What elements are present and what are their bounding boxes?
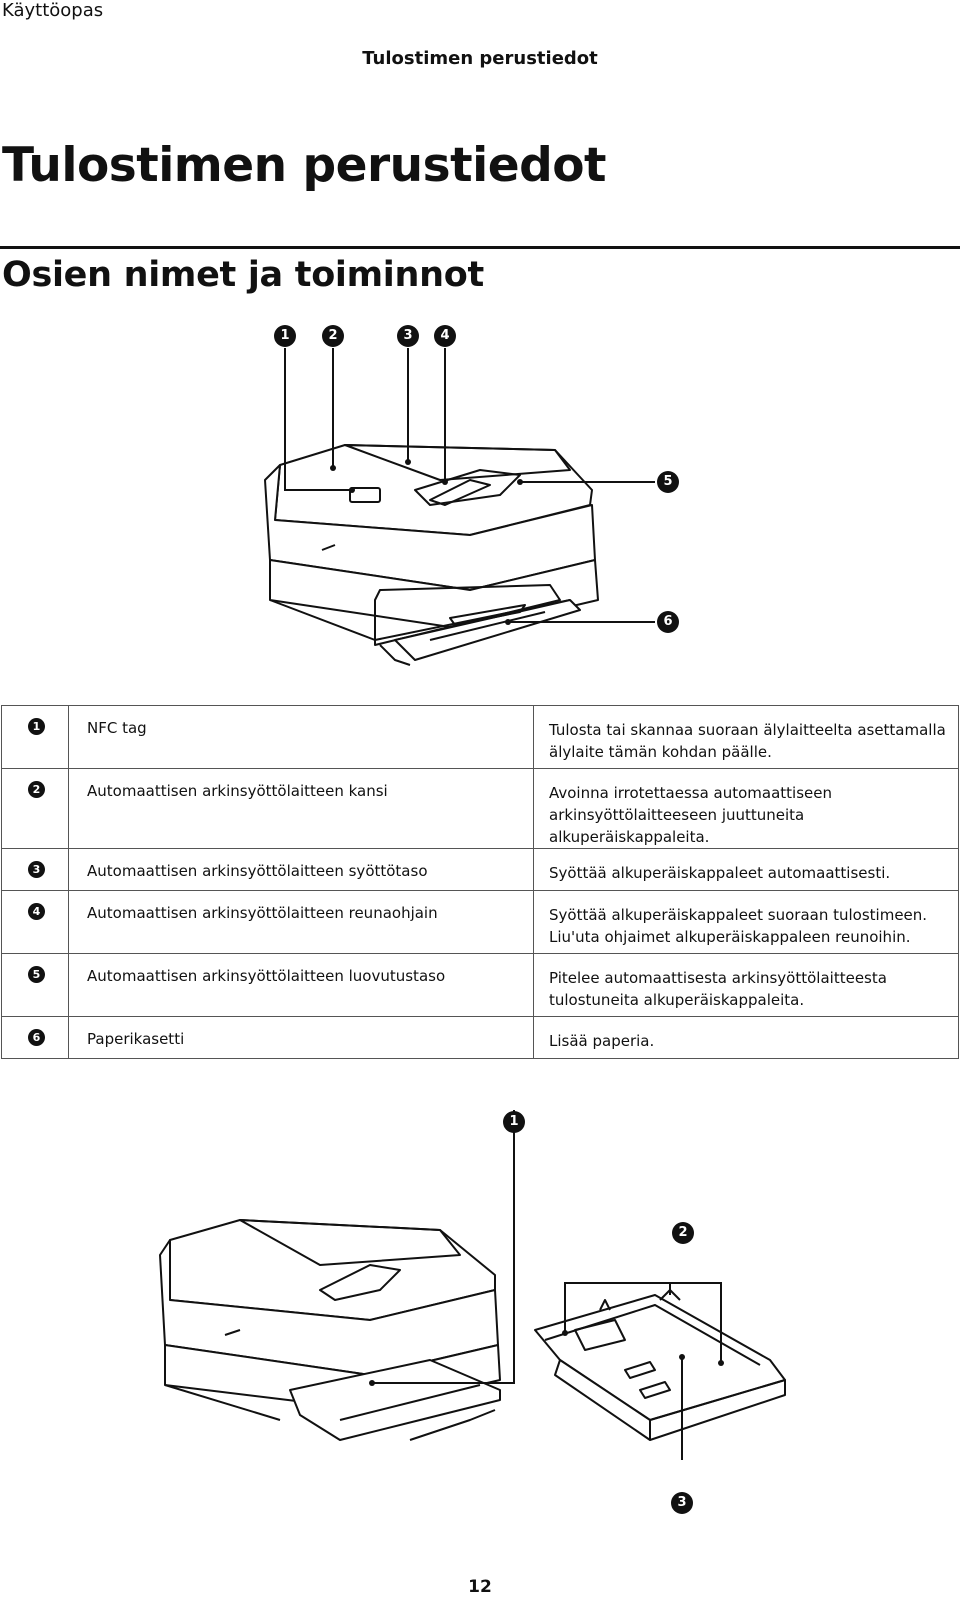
parts-table: 1 NFC tag Tulosta tai skannaa suoraan äl…: [1, 705, 959, 1059]
page-number: 12: [468, 1577, 492, 1597]
callout-5: 5: [657, 471, 679, 493]
callout-1: 1: [503, 1111, 525, 1133]
row-number: 3: [28, 861, 45, 878]
running-section-header: Tulostimen perustiedot: [362, 48, 598, 69]
part-description: Lisää paperia.: [533, 1016, 959, 1059]
part-description: Tulosta tai skannaa suoraan älylaitteelt…: [533, 705, 959, 769]
part-name: Automaattisen arkinsyöttölaitteen syöttö…: [68, 848, 534, 891]
callout-2: 2: [322, 325, 344, 347]
row-number: 6: [28, 1029, 45, 1046]
part-description: Pitelee automaattisesta arkinsyöttölaitt…: [533, 953, 959, 1017]
row-number: 4: [28, 903, 45, 920]
callout-3: 3: [397, 325, 419, 347]
document-title: Käyttöopas: [2, 0, 104, 21]
row-number: 5: [28, 966, 45, 983]
callout-2: 2: [672, 1222, 694, 1244]
callout-4: 4: [434, 325, 456, 347]
part-name: NFC tag: [68, 705, 534, 769]
printer-illustration: [264, 348, 655, 666]
callout-6: 6: [657, 611, 679, 633]
table-row: 3 Automaattisen arkinsyöttölaitteen syöt…: [1, 848, 959, 891]
part-description: Avoinna irrotettaessa automaattiseen ark…: [533, 768, 959, 849]
part-name: Paperikasetti: [68, 1016, 534, 1059]
chapter-divider: [0, 246, 960, 249]
row-number: 1: [28, 718, 45, 735]
table-row: 6 Paperikasetti Lisää paperia.: [1, 1016, 959, 1059]
row-number: 2: [28, 781, 45, 798]
callout-3: 3: [671, 1492, 693, 1514]
callout-1: 1: [274, 325, 296, 347]
chapter-title: Tulostimen perustiedot: [2, 138, 606, 193]
part-description: Syöttää alkuperäiskappaleet automaattise…: [533, 848, 959, 891]
section-title: Osien nimet ja toiminnot: [2, 255, 484, 295]
part-description: Syöttää alkuperäiskappaleet suoraan tulo…: [533, 890, 959, 954]
table-row: 1 NFC tag Tulosta tai skannaa suoraan äl…: [1, 705, 959, 769]
